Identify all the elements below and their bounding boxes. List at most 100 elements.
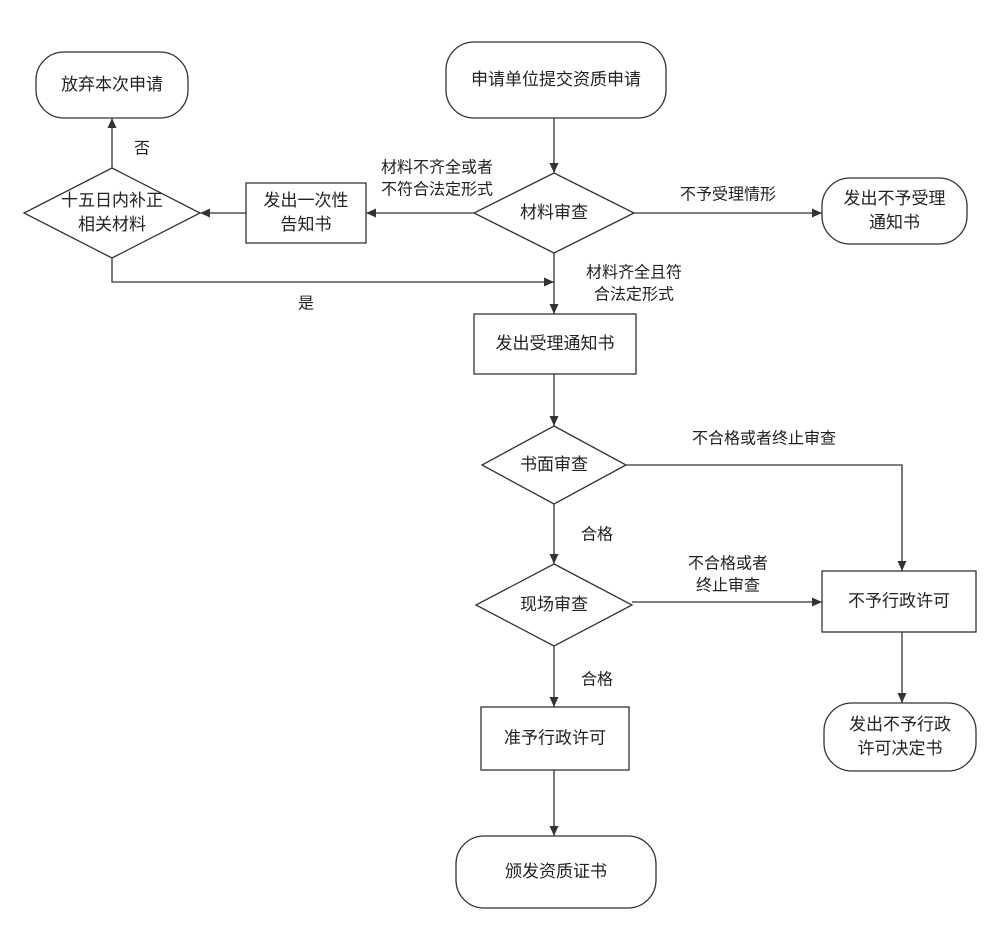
node-written-review: 书面审查 <box>480 425 628 505</box>
node-onsite-review-label: 现场审查 <box>520 595 588 615</box>
node-onsite-review: 现场审查 <box>474 563 634 647</box>
node-written-review-label-line: 书面审查 <box>520 455 588 475</box>
edge-label-yes: 是 <box>298 294 314 313</box>
node-material-review-label: 材料审查 <box>520 203 588 223</box>
arrow-head <box>366 208 376 218</box>
edge-label-complete-line: 材料齐全且符 <box>586 263 682 282</box>
decision-shape <box>480 425 628 505</box>
decision-shape <box>472 172 636 254</box>
arrow-head <box>549 826 559 836</box>
edge-permitted-to-certificate <box>549 770 559 836</box>
node-issue-certificate: 颁发资质证书 <box>455 835 657 909</box>
arrow-head <box>812 597 822 607</box>
edge-onsite-to-permitted <box>549 646 559 707</box>
edge-supplement-to-abandon <box>107 118 117 168</box>
node-written-review-label: 书面审查 <box>520 455 588 475</box>
edge-label-written-fail-line: 不合格或者终止审查 <box>692 429 836 448</box>
node-submit-label: 申请单位提交资质申请 <box>471 70 641 90</box>
terminal-shape <box>35 51 189 119</box>
edge-not-permitted-to-decision <box>897 632 907 703</box>
edge-review-to-acceptance <box>549 253 559 314</box>
node-permitted-label-line: 准予行政许可 <box>504 729 606 749</box>
edge-label-onsite-fail-line: 终止审查 <box>696 576 760 595</box>
edge-submit-to-review <box>549 118 559 173</box>
arrow-head <box>200 208 210 218</box>
process-shape <box>480 706 630 771</box>
process-shape <box>821 570 977 633</box>
node-not-permitted-decision-label-line: 发出不予行政 <box>849 715 951 735</box>
arrow-head <box>897 693 907 703</box>
node-abandon: 放弃本次申请 <box>35 51 189 119</box>
node-acceptance-notice: 发出受理通知书 <box>473 313 637 375</box>
node-one-time-notice-label-line: 告知书 <box>281 215 332 235</box>
node-acceptance-notice-label: 发出受理通知书 <box>496 334 615 354</box>
node-not-permitted-label: 不予行政许可 <box>848 592 950 612</box>
arrow-head <box>812 208 822 218</box>
node-issue-certificate-label: 颁发资质证书 <box>505 862 607 882</box>
node-issue-certificate-label-line: 颁发资质证书 <box>505 862 607 882</box>
decision-shape <box>474 563 634 647</box>
edge-label-written-fail: 不合格或者终止审查 <box>692 429 836 448</box>
process-shape <box>473 313 637 375</box>
edge-label-complete-line: 合法定形式 <box>594 285 674 304</box>
edge-label-not-accepted-case: 不予受理情形 <box>680 185 776 204</box>
process-shape <box>245 182 367 244</box>
edge-notice-to-supplement <box>200 208 246 218</box>
arrow-head <box>897 561 907 571</box>
edge-label-written-pass: 合格 <box>581 525 613 544</box>
arrow-head <box>549 554 559 564</box>
node-not-accepted-notice-label-line: 通知书 <box>869 213 920 233</box>
edge-review-to-notice <box>366 208 474 218</box>
edge-label-onsite-pass-line: 合格 <box>581 670 613 689</box>
node-abandon-label-line: 放弃本次申请 <box>61 75 163 95</box>
edge-label-not-accepted-case-line: 不予受理情形 <box>680 185 776 204</box>
terminal-shape <box>455 835 657 909</box>
decision-shape <box>22 167 202 259</box>
edge-label-written-pass-line: 合格 <box>581 525 613 544</box>
edge-review-to-not-accepted <box>634 208 822 218</box>
node-not-permitted-label-line: 不予行政许可 <box>848 592 950 612</box>
node-permitted: 准予行政许可 <box>480 706 630 771</box>
node-supplement-label-line: 十五日内补正 <box>61 191 163 211</box>
node-submit: 申请单位提交资质申请 <box>445 41 667 119</box>
edge-label-onsite-fail-line: 不合格或者 <box>688 554 768 573</box>
node-abandon-label: 放弃本次申请 <box>61 75 163 95</box>
terminal-shape <box>445 41 667 119</box>
node-permitted-label: 准予行政许可 <box>504 729 606 749</box>
node-material-review: 材料审查 <box>472 172 636 254</box>
edge-label-onsite-fail: 不合格或者终止审查 <box>688 554 768 595</box>
edge-supplement-yes <box>111 258 554 287</box>
edge-label-no-line: 否 <box>134 139 150 158</box>
node-submit-label-line: 申请单位提交资质申请 <box>471 70 641 90</box>
connector-line <box>111 258 554 283</box>
terminal-shape <box>823 702 977 772</box>
edge-acceptance-to-written <box>549 374 559 426</box>
arrow-head <box>549 416 559 426</box>
edge-written-to-onsite <box>549 504 559 564</box>
arrow-head <box>549 697 559 707</box>
arrow-head <box>107 118 117 128</box>
node-not-permitted: 不予行政许可 <box>821 570 977 633</box>
edge-label-yes-line: 是 <box>298 294 314 313</box>
node-one-time-notice-label-line: 发出一次性 <box>264 191 349 211</box>
node-acceptance-notice-label-line: 发出受理通知书 <box>496 334 615 354</box>
edge-label-incomplete-line: 不符合法定形式 <box>381 180 493 199</box>
arrow-head <box>549 304 559 314</box>
edge-onsite-to-not-permitted <box>632 597 822 607</box>
node-material-review-label-line: 材料审查 <box>520 203 588 223</box>
edge-written-to-not-permitted <box>626 464 907 571</box>
arrow-head <box>544 277 554 287</box>
connector-line <box>626 464 903 571</box>
node-not-accepted-notice-label-line: 发出不予受理 <box>844 189 946 209</box>
node-supplement-label-line: 相关材料 <box>78 215 146 235</box>
